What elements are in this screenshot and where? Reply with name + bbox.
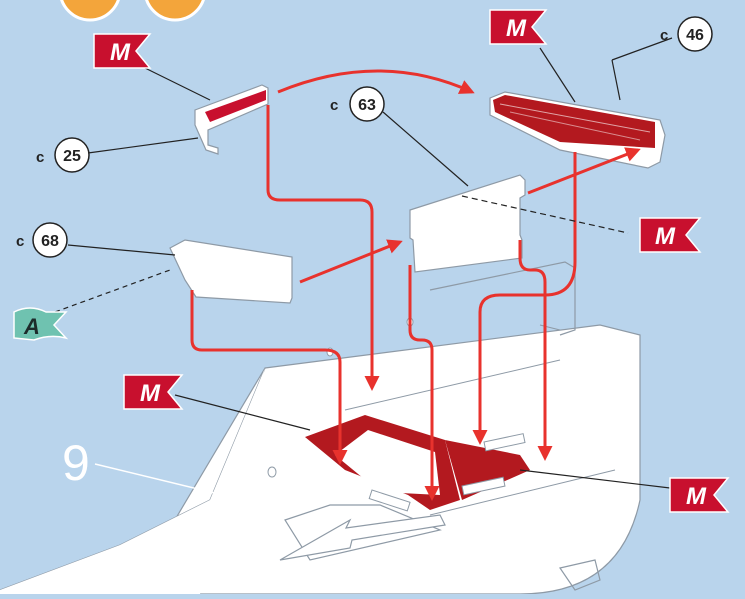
callout-part-68: c 68 <box>16 223 67 257</box>
callout-part-46: c 46 <box>660 17 712 51</box>
callout-number: 63 <box>358 97 376 114</box>
callout-part-25: c 25 <box>36 138 89 172</box>
glue-flag-top-right: M <box>490 10 546 44</box>
callout-prefix: c <box>16 233 24 250</box>
part-68 <box>170 240 292 303</box>
svg-text:M: M <box>655 223 676 250</box>
svg-text:M: M <box>110 39 131 66</box>
glue-flag-bottom-right: M <box>670 478 728 512</box>
arrow-63-to-46 <box>528 150 638 193</box>
arrow-68-to-63 <box>300 242 400 282</box>
glue-flag-right-middle: M <box>640 218 700 252</box>
hint-circle-2 <box>145 0 205 20</box>
hint-circle-1 <box>60 0 120 20</box>
callout-part-63: c 63 <box>330 87 384 121</box>
callout-prefix: c <box>660 27 668 44</box>
part-25 <box>195 85 268 154</box>
glue-flag-top-left: M <box>94 34 150 68</box>
callout-number: 46 <box>686 27 704 44</box>
step-number: 9 <box>62 435 90 491</box>
callout-prefix: c <box>330 97 338 114</box>
alignment-flag-a: A <box>14 308 66 340</box>
svg-text:M: M <box>506 15 527 42</box>
callout-prefix: c <box>36 149 44 166</box>
part-63 <box>410 175 525 272</box>
arrow-25-to-base <box>268 105 372 388</box>
svg-text:A: A <box>23 314 40 339</box>
svg-text:M: M <box>140 380 161 407</box>
callout-number: 25 <box>63 148 81 165</box>
callout-number: 68 <box>41 233 59 250</box>
part-46 <box>490 92 665 168</box>
glue-flag-left-lower: M <box>124 375 182 409</box>
svg-text:M: M <box>686 483 707 510</box>
